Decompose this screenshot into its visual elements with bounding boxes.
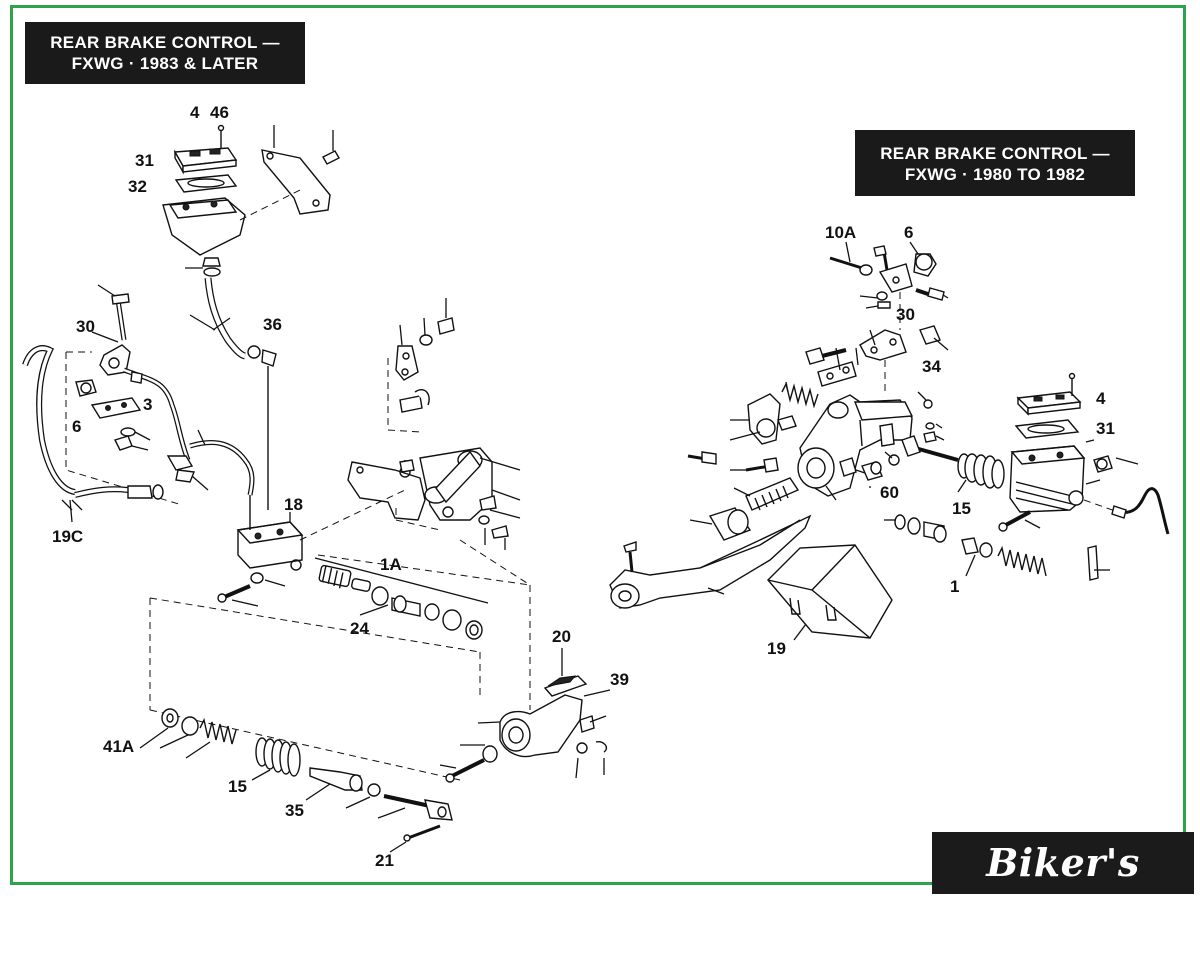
mount-bracket [347,447,493,521]
label-left-39: 39 [610,670,629,689]
return-spring-small [199,717,237,745]
label-right-10A: 10A [825,223,856,242]
label-left-20: 20 [552,627,571,646]
master-cylinder-right [1009,445,1086,513]
right-part-labels: 10A 6 30 34 4 31 60 15 1 19 [767,223,1115,658]
left-title-line2: FXWG · 1983 & LATER [71,54,259,73]
label-right-6: 6 [904,223,913,242]
label-right-31: 31 [1096,419,1115,438]
right-diagram [609,241,1170,641]
left-part-labels: 4 46 31 32 30 36 3 6 19C 18 1A 24 20 39 … [52,103,629,870]
reservoir-cover [173,147,238,175]
label-left-36: 36 [263,315,282,334]
label-left-32: 32 [128,177,147,196]
pedal-pad-19 [767,544,893,639]
label-left-46: 46 [210,103,229,122]
label-left-4: 4 [190,103,200,122]
piston-assembly-1A [318,564,483,640]
label-right-19: 19 [767,639,786,658]
label-left-15: 15 [228,777,247,796]
label-left-24: 24 [350,619,369,638]
label-left-19C: 19C [52,527,83,546]
label-right-30: 30 [896,305,915,324]
label-left-18: 18 [284,495,303,514]
spring-right [997,545,1047,577]
left-title-line1: REAR BRAKE CONTROL — [50,33,280,52]
label-right-4: 4 [1096,389,1106,408]
right-diagram-title: REAR BRAKE CONTROL — FXWG · 1980 TO 1982 [855,130,1135,196]
label-right-60: 60 [880,483,899,502]
label-right-1: 1 [950,577,959,596]
label-right-15: 15 [952,499,971,518]
master-cylinder-left [162,197,246,256]
label-left-35: 35 [285,801,304,820]
label-left-3: 3 [143,395,152,414]
bikers-store-logo: Biker's Store [932,832,1194,947]
label-left-31: 31 [135,151,154,170]
left-diagram [22,124,611,853]
label-right-34: 34 [922,357,941,376]
junction-block [236,521,304,571]
exploded-parts-diagram: 4 46 31 32 30 36 3 6 19C 18 1A 24 20 39 … [22,103,1170,870]
boot-15 [957,453,1005,489]
spring-15 [255,737,301,777]
right-title-line1: REAR BRAKE CONTROL — [880,144,1110,163]
label-left-41A: 41A [103,737,134,756]
brake-pedal-arm [609,514,812,609]
label-left-1A: 1A [380,555,402,574]
left-diagram-title: REAR BRAKE CONTROL — FXWG · 1983 & LATER [25,22,305,84]
right-title-line2: FXWG · 1980 TO 1982 [904,165,1086,184]
pedal-bracket-right [797,394,914,497]
diagram-frame [10,5,1186,885]
brake-lever-39 [499,675,588,758]
label-left-30: 30 [76,317,95,336]
label-left-21: 21 [375,851,394,870]
label-left-6: 6 [72,417,81,436]
